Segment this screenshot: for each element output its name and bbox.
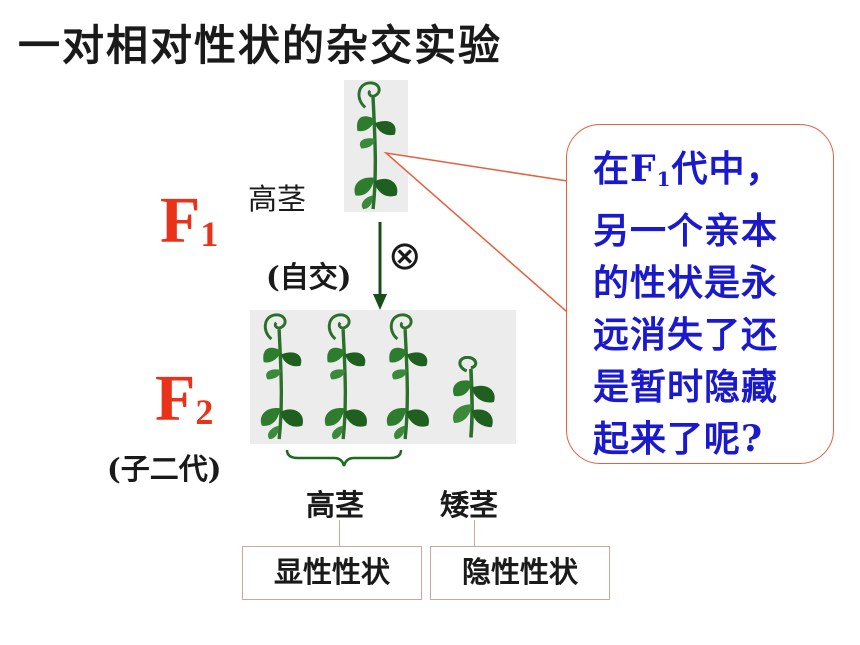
tall-plant-icon: [384, 313, 431, 441]
tall-plant-icon: [322, 313, 369, 441]
f2-label: F2: [155, 362, 214, 435]
recessive-trait-box: 隐性性状: [430, 546, 610, 600]
f1-label: F1: [160, 184, 219, 257]
callout-line-1: 在F1代中，: [593, 148, 783, 191]
callout-line: 起来了呢?: [593, 418, 764, 460]
f1-plant-label: 高茎: [248, 182, 307, 216]
f2-plants-image: [250, 310, 516, 444]
callout-line: 是暂时隐藏: [593, 366, 779, 408]
f2-note: (子二代): [107, 452, 222, 486]
callout-line: 远消失了还: [593, 314, 779, 356]
dominant-trait-box: 显性性状: [242, 546, 422, 600]
phenotype-short: 矮茎: [440, 488, 499, 522]
tall-plant-icon: [258, 313, 305, 441]
connector-line: [474, 520, 475, 546]
cross-arrow: [373, 222, 387, 310]
callout-pointer: [383, 151, 575, 320]
connector-line: [339, 520, 340, 546]
tall-group-brace: [285, 449, 403, 467]
page-title: 一对相对性状的杂交实验: [18, 21, 503, 70]
callout-line: 另一个亲本: [593, 210, 779, 252]
cross-label: (自交): [266, 260, 352, 294]
short-plant-icon: [451, 356, 497, 440]
selfing-symbol-icon: ⊗: [388, 233, 422, 279]
callout-line: 的性状是永: [593, 262, 779, 304]
phenotype-tall: 高茎: [306, 488, 365, 522]
question-callout: 在F1代中， 另一个亲本 的性状是永 远消失了还 是暂时隐藏 起来了呢?: [566, 124, 834, 464]
f1-plant-image: [344, 80, 408, 212]
